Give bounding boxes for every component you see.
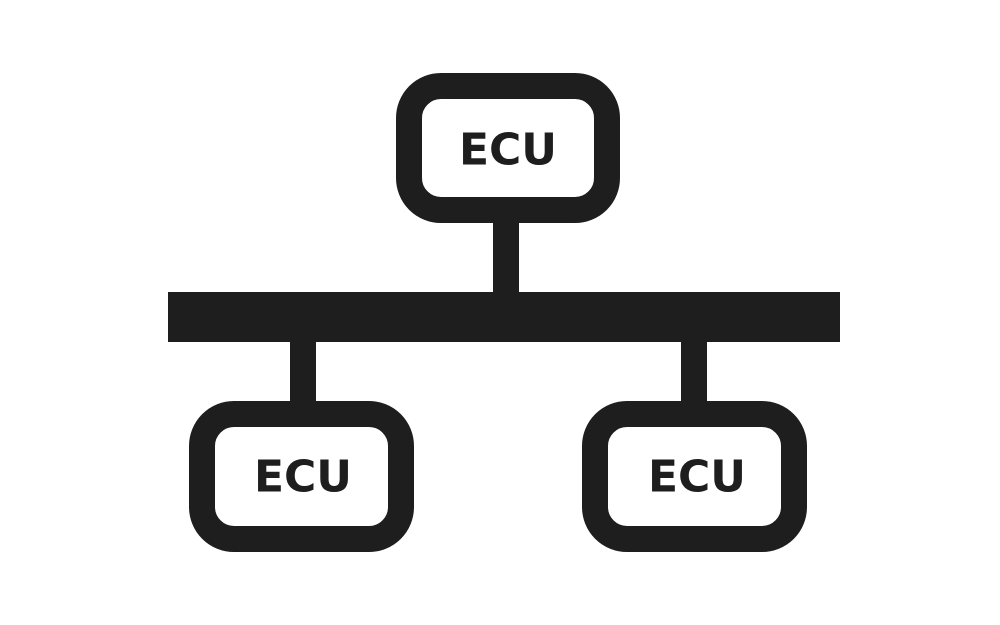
bus-line — [168, 292, 840, 342]
ecu-node-bottom-left: ECU — [189, 401, 414, 552]
ecu-node-top: ECU — [396, 73, 620, 223]
ecu-box-bottom-right — [582, 401, 807, 552]
ecu-label-top: ECU — [459, 125, 557, 176]
ecu-label-bottom-left: ECU — [254, 452, 352, 503]
ecu-node-bottom-right: ECU — [582, 401, 807, 552]
ecu-box-bottom-left — [189, 401, 414, 552]
ecu-box-top — [396, 73, 620, 223]
ecu-label-bottom-right: ECU — [648, 452, 746, 503]
